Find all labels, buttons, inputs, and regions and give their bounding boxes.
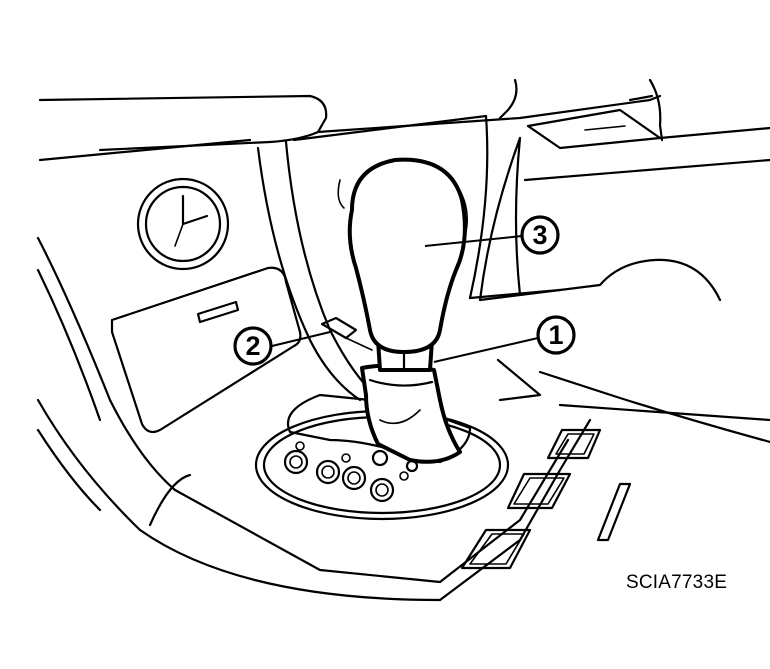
storage-lid xyxy=(110,266,302,434)
callout-3-label: 3 xyxy=(532,220,547,250)
callout-1-label: 1 xyxy=(548,320,563,350)
callout-3: 3 xyxy=(424,215,560,255)
knob-lock-clip xyxy=(320,316,373,351)
callout-1: 1 xyxy=(433,315,576,363)
center-console-outline xyxy=(36,114,770,602)
console-switches xyxy=(460,428,632,570)
analog-clock xyxy=(136,177,230,271)
shift-boot xyxy=(360,363,462,464)
callout-2: 2 xyxy=(233,326,331,366)
figure-code: SCIA7733E xyxy=(626,572,728,593)
callout-2-label: 2 xyxy=(245,331,260,361)
shift-knob xyxy=(337,157,468,354)
